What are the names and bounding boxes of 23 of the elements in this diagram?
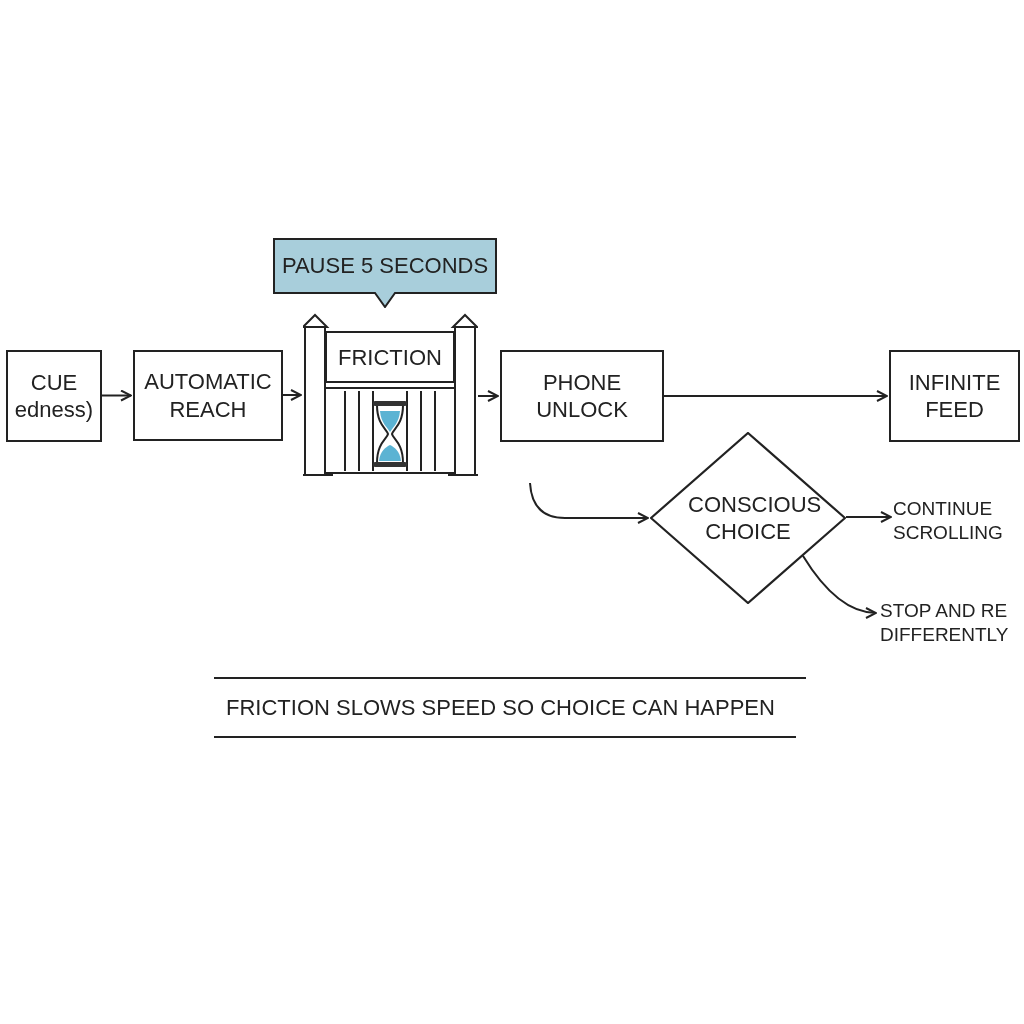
arrow <box>282 389 302 401</box>
node-text: CONSCIOUS CHOICE <box>688 491 822 544</box>
node-text: edness) <box>14 396 94 424</box>
arrow <box>801 554 877 619</box>
node-text: AUTOMATIC REACH <box>143 368 273 423</box>
process-box <box>133 350 283 441</box>
node-text: FRICTION <box>338 343 442 372</box>
arrow <box>663 390 888 402</box>
node-text: CONTINUE SCROLLING <box>893 497 1004 545</box>
node-text: PHONE UNLOCK <box>535 368 629 424</box>
node-text: CUE <box>30 368 78 396</box>
callout-bubble <box>273 238 497 308</box>
arrow <box>101 389 132 402</box>
caption-text: FRICTION SLOWS SPEED SO CHOICE CAN HAPPEN <box>226 695 775 720</box>
node-text: PAUSE 5 SECONDS <box>281 252 489 280</box>
node-text: STOP AND RE DIFFERENTLY <box>880 599 1010 647</box>
node-text: INFINITE FEED <box>907 368 1002 424</box>
process-box <box>6 350 102 442</box>
arrow <box>529 482 649 524</box>
process-box <box>500 350 664 442</box>
arrow <box>845 511 892 523</box>
arrow <box>477 390 499 402</box>
process-box <box>889 350 1020 442</box>
